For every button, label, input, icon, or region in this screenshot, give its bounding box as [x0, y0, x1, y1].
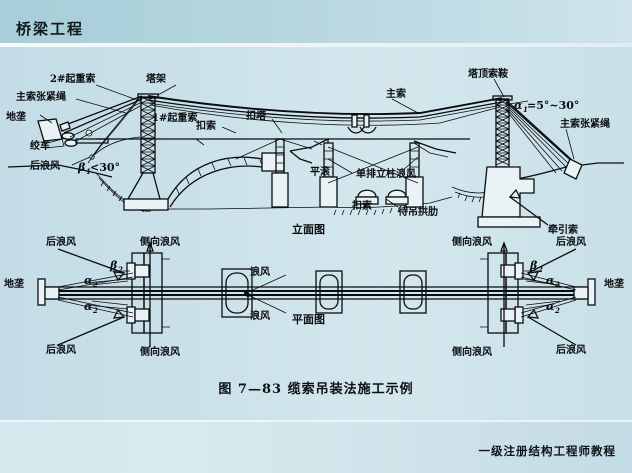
plan-mid-guy-leaders — [244, 274, 287, 314]
footer-text: 一级注册结构工程师教程 — [478, 444, 616, 458]
label-hoist-rope-2: 2#起重索 — [50, 72, 95, 85]
label-guy-top-mid: 浪风 — [250, 265, 270, 278]
tie-tower-left — [271, 138, 289, 208]
label-flat-roller: 平滚 — [310, 165, 331, 178]
alpha2-left-upper-symbol: α — [84, 274, 93, 287]
alpha2-left-upper-subscript: 2 — [92, 280, 98, 289]
plan-side-guy-axes — [146, 241, 508, 347]
arch-ribs-staging — [355, 189, 409, 205]
plan-corner-leaders — [57, 248, 577, 346]
label-tie-tower: 扣塔 — [246, 109, 267, 122]
plan-tower-right — [480, 252, 524, 334]
angle-alpha1: α 1 =5°~30° — [508, 99, 579, 114]
label-guy-bottom-mid: 浪风 — [250, 309, 270, 322]
beta1-value: <30° — [90, 161, 120, 174]
alpha2-right-lower-subscript: 2 — [554, 306, 560, 315]
header-band — [0, 0, 632, 43]
traction-cable-arrow — [508, 188, 549, 226]
beta2-right-subscript: 2 — [537, 265, 543, 274]
plan-angle-alpha2-left-lower: α 2 — [84, 300, 98, 315]
angle-beta1: β 1 <30° — [77, 161, 120, 176]
back-guy-left-elevation — [89, 136, 141, 160]
label-back-guy-left-elevation: 后浪风 — [30, 159, 60, 172]
plan-angle-beta2-right: β 2 — [529, 259, 543, 274]
alpha1-subscript: 1 — [523, 105, 528, 114]
plan-back-guys-left — [57, 272, 134, 318]
elevation-view: 2#起重索 主索张紧绳 地垄 绞车 后浪风 塔架 1#起重索 扣索 扣塔 平滚 … — [6, 67, 624, 236]
label-back-guy-bottom-right: 后浪风 — [556, 343, 586, 356]
alpha1-symbol: α — [514, 99, 523, 112]
view-label-elevation: 立面图 — [292, 222, 325, 236]
label-arch-rib-to-be-hoisted: 待吊拱肋 — [398, 205, 438, 218]
alpha2-right-lower-symbol: α — [546, 300, 555, 313]
alpha1-value: =5°~30° — [527, 99, 579, 112]
left-stay-cables — [59, 95, 143, 164]
plan-angle-marks — [91, 270, 561, 306]
label-main-cable-tension-rope-right: 主索张紧绳 — [560, 117, 610, 130]
label-ground-anchor-left-plan: 地垄 — [4, 277, 24, 290]
alpha2-left-lower-subscript: 2 — [92, 306, 98, 315]
label-side-guy-top-right: 侧向浪风 — [452, 235, 492, 248]
plan-angle-alpha2-left-upper: α 2 — [84, 274, 98, 289]
label-side-guy-bottom-right: 侧向浪风 — [452, 345, 492, 358]
arch-left — [167, 152, 285, 208]
mid-pier-and-rollers — [289, 114, 457, 208]
label-traction-cable: 牵引索 — [548, 223, 578, 236]
plan-view: 后浪风 侧向浪风 地垄 后浪风 侧向浪风 浪风 浪风 侧向浪风 后浪风 地垄 侧… — [4, 235, 624, 358]
page-title: 桥梁工程 — [16, 20, 85, 38]
label-winch: 绞车 — [30, 139, 50, 152]
label-back-guy-top-left: 后浪风 — [46, 235, 76, 248]
bridge-erection-figure: 2#起重索 主索张紧绳 地垄 绞车 后浪风 塔架 1#起重索 扣索 扣塔 平滚 … — [4, 67, 624, 358]
beta2-left-subscript: 2 — [117, 265, 123, 274]
figure-canvas — [0, 47, 632, 420]
main-cable-span — [147, 95, 503, 122]
hoist-rope-1-line — [149, 104, 501, 126]
elevation-leader-lines — [39, 78, 575, 208]
header-divider — [0, 43, 632, 47]
plan-tower-left — [126, 252, 170, 334]
alpha2-left-lower-symbol: α — [84, 300, 93, 313]
main-tower-left — [123, 93, 169, 211]
ground-anchor-right-plan — [573, 278, 596, 306]
footer-band — [0, 420, 632, 473]
right-stay-cables — [505, 99, 583, 180]
label-ground-anchor-right-plan: 地垄 — [604, 277, 624, 290]
plan-angle-beta2-left: β 2 — [109, 259, 123, 274]
label-back-guy-bottom-left: 后浪风 — [46, 343, 76, 356]
label-back-guy-top-right: 后浪风 — [556, 235, 586, 248]
figure-caption: 图 7—83 缆索吊装法施工示例 — [218, 382, 414, 397]
label-tie-back-cable-left: 扣索 — [196, 119, 216, 132]
beta2-right-symbol: β — [529, 259, 538, 272]
plan-angle-alpha2-right-lower: α 2 — [546, 300, 560, 315]
label-single-row-column-guy: 单排立柱浪风 — [356, 167, 416, 180]
ground-anchor-left-plan — [37, 278, 60, 306]
label-side-guy-bottom-left: 侧向浪风 — [140, 345, 180, 358]
beta2-left-symbol: β — [109, 259, 118, 272]
footer-divider — [0, 420, 632, 422]
alpha2-right-upper-subscript: 2 — [554, 280, 560, 289]
main-tower-right — [477, 95, 541, 228]
label-tower-top-saddle: 塔顶索鞍 — [468, 67, 508, 80]
alpha2-right-upper-symbol: α — [546, 274, 555, 287]
beta1-subscript: 1 — [86, 167, 91, 176]
label-main-cable: 主索 — [386, 87, 406, 100]
view-label-plan: 平面图 — [292, 313, 325, 326]
label-tie-back-cable-mid: 扣索 — [352, 199, 372, 212]
label-side-guy-top-left: 侧向浪风 — [140, 235, 180, 248]
label-main-cable-tension-rope-left: 主索张紧绳 — [16, 90, 66, 103]
label-tower-frame: 塔架 — [146, 72, 166, 85]
plan-angle-alpha2-right-upper: α 2 — [546, 274, 560, 289]
beta1-symbol: β — [77, 161, 86, 174]
label-hoist-rope-1: 1#起重索 — [152, 111, 197, 124]
label-ground-anchor-left-elevation: 地垄 — [6, 110, 26, 123]
